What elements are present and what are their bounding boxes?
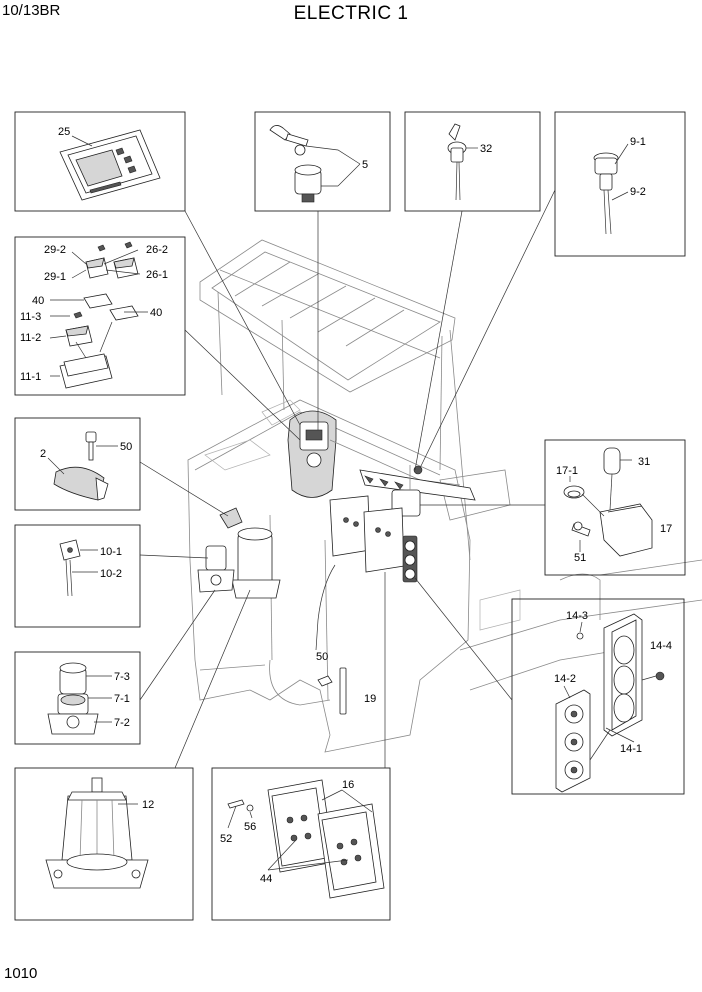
callout-56: 56 [244,821,256,833]
callout-29-2: 29-2 [44,244,66,256]
inset-box-25 [14,111,186,212]
inset-box-10 [14,524,141,628]
model-code: 10/13BR [2,2,61,19]
switch-32-part [447,123,478,201]
callout-14-4: 14-4 [650,640,672,652]
callout-9-1: 9-1 [630,136,646,148]
inset-box-9 [554,111,686,257]
callout-51: 51 [574,552,586,564]
callout-16: 16 [342,779,354,791]
page-number: 1010 [4,965,38,982]
fan-assembly-14-part [555,613,665,793]
callout-19: 19 [364,693,376,705]
callout-29-1: 29-1 [44,271,66,283]
controller-16-part [227,779,385,899]
truck-body-drawing [187,239,702,753]
callout-52: 52 [220,833,232,845]
callout-5: 5 [362,159,368,171]
callout-7-2: 7-2 [114,717,130,729]
inset-box-17 [544,439,686,576]
inset-box-2-50 [14,417,141,511]
callout-labels: 25 5 32 9-1 9-2 29-2 26-2 29-1 26-1 40 4… [20,126,672,885]
callout-17-1: 17-1 [556,465,578,477]
inset-box-11-26-29 [14,236,186,396]
drive-motor-12-part [45,777,149,889]
key-switch-part [269,125,361,203]
pump-assembly-17-part [563,447,653,557]
callout-7-1: 7-1 [114,693,130,705]
callout-26-1: 26-1 [146,269,168,281]
callout-2: 2 [40,448,46,460]
inset-box-16 [211,767,391,921]
switch-housing-parts [49,241,148,389]
connector-10-part [59,539,98,597]
connector-lines [139,189,556,769]
callout-40-left: 40 [32,295,44,307]
display-panel-part [59,129,161,201]
inset-box-5 [254,111,391,212]
callout-40-right: 40 [150,307,162,319]
callout-14-1: 14-1 [620,743,642,755]
callout-44: 44 [260,873,272,885]
callout-11-3: 11-3 [20,311,41,323]
inset-box-14 [511,598,685,795]
callout-11-1: 11-1 [20,371,41,383]
push-button-9-part [593,143,629,235]
callout-17: 17 [660,523,672,535]
callout-32: 32 [480,143,492,155]
callout-7-3: 7-3 [114,671,130,683]
inset-box-32 [404,111,541,212]
callout-50-bottom: 50 [316,651,328,663]
callout-25: 25 [58,126,70,138]
pump-motor-7-part [47,662,112,735]
callout-10-1: 10-1 [100,546,122,558]
callout-11-2: 11-2 [20,332,41,344]
inset-box-7 [14,651,141,745]
inset-box-12 [14,767,194,921]
callout-14-3: 14-3 [566,610,588,622]
callout-26-2: 26-2 [146,244,168,256]
callout-12: 12 [142,799,154,811]
callout-50-top: 50 [120,441,132,453]
callout-9-2: 9-2 [630,186,646,198]
callout-14-2: 14-2 [554,673,576,685]
callout-31: 31 [638,456,650,468]
page-title: ELECTRIC 1 [293,3,409,24]
callout-10-2: 10-2 [100,568,122,580]
pedal-part [47,431,118,501]
